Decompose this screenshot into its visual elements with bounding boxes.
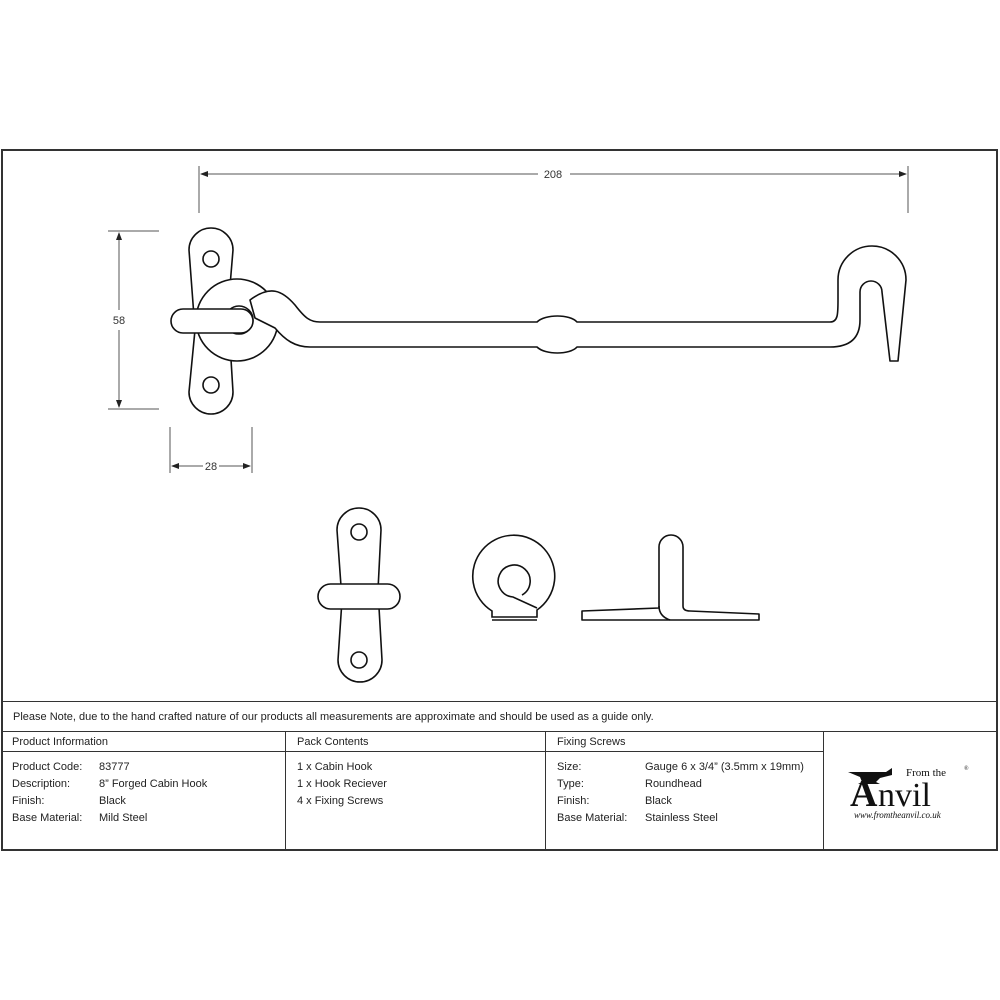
screw-row-base-material: Base Material: Stainless Steel xyxy=(557,810,823,827)
screw-row-finish: Finish: Black xyxy=(557,793,823,810)
cabin-hook-assembly xyxy=(170,227,907,415)
fixing-screws-heading: Fixing Screws xyxy=(546,732,823,752)
logo-initial: A xyxy=(850,773,878,815)
info-row-product-code: Product Code: 83777 xyxy=(12,759,285,776)
info-row-base-material: Base Material: Mild Steel xyxy=(12,810,285,827)
from-the-anvil-logo: A nvil From the ® www.fromtheanvil.co.uk xyxy=(824,732,998,851)
info-value: 8” Forged Cabin Hook xyxy=(99,778,208,790)
pack-item: 4 x Fixing Screws xyxy=(297,795,384,807)
pack-item: 1 x Hook Reciever xyxy=(297,778,387,790)
logo-column: A nvil From the ® www.fromtheanvil.co.uk xyxy=(824,732,998,851)
screw-value: Gauge 6 x 3/4” (3.5mm x 19mm) xyxy=(645,761,804,773)
pack-contents-column: Pack Contents 1 x Cabin Hook 1 x Hook Re… xyxy=(286,732,546,851)
info-value: Black xyxy=(99,795,126,807)
screw-row-size: Size: Gauge 6 x 3/4” (3.5mm x 19mm) xyxy=(557,759,823,776)
logo-url: www.fromtheanvil.co.uk xyxy=(854,810,942,820)
hook-plate-front-view xyxy=(317,507,401,683)
dimension-height-label: 58 xyxy=(113,315,125,327)
product-information-heading: Product Information xyxy=(1,732,285,752)
screw-value: Black xyxy=(645,795,672,807)
logo-brand: nvil xyxy=(878,777,931,814)
disclaimer-note: Please Note, due to the hand crafted nat… xyxy=(1,701,998,731)
screw-label: Finish: xyxy=(557,795,590,807)
screw-row-type: Type: Roundhead xyxy=(557,776,823,793)
pack-contents-heading: Pack Contents xyxy=(286,732,545,752)
dimension-height xyxy=(108,230,159,410)
screw-value: Roundhead xyxy=(645,778,702,790)
anvil-icon xyxy=(848,767,892,784)
info-value: Mild Steel xyxy=(99,812,148,824)
info-row-finish: Finish: Black xyxy=(12,793,285,810)
info-value: 83777 xyxy=(99,761,130,773)
hook-receiver-eye xyxy=(471,534,556,621)
dimension-length xyxy=(198,166,909,213)
dimension-width-label: 28 xyxy=(205,461,217,473)
hook-receiver-side-view xyxy=(581,534,760,621)
logo-from-the: From the xyxy=(906,767,946,779)
info-label: Finish: xyxy=(12,795,45,807)
fixing-screws-column: Fixing Screws Size: Gauge 6 x 3/4” (3.5m… xyxy=(546,732,824,851)
screw-value: Stainless Steel xyxy=(645,812,718,824)
logo-registered: ® xyxy=(964,765,969,772)
info-label: Description: xyxy=(12,778,71,790)
screw-label: Type: xyxy=(557,778,584,790)
drawing-sheet-border xyxy=(1,149,998,851)
info-row-description: Description: 8” Forged Cabin Hook xyxy=(12,776,285,793)
dimension-length-label: 208 xyxy=(544,169,562,181)
pack-item: 1 x Cabin Hook xyxy=(297,761,373,773)
screw-label: Base Material: xyxy=(557,812,628,824)
dimension-width xyxy=(169,427,253,473)
screw-label: Size: xyxy=(557,761,582,773)
product-information-column: Product Information Product Code: 83777 … xyxy=(1,732,286,851)
info-label: Product Code: xyxy=(12,761,83,773)
info-label: Base Material: xyxy=(12,812,83,824)
product-info-table: Product Information Product Code: 83777 … xyxy=(1,731,998,851)
